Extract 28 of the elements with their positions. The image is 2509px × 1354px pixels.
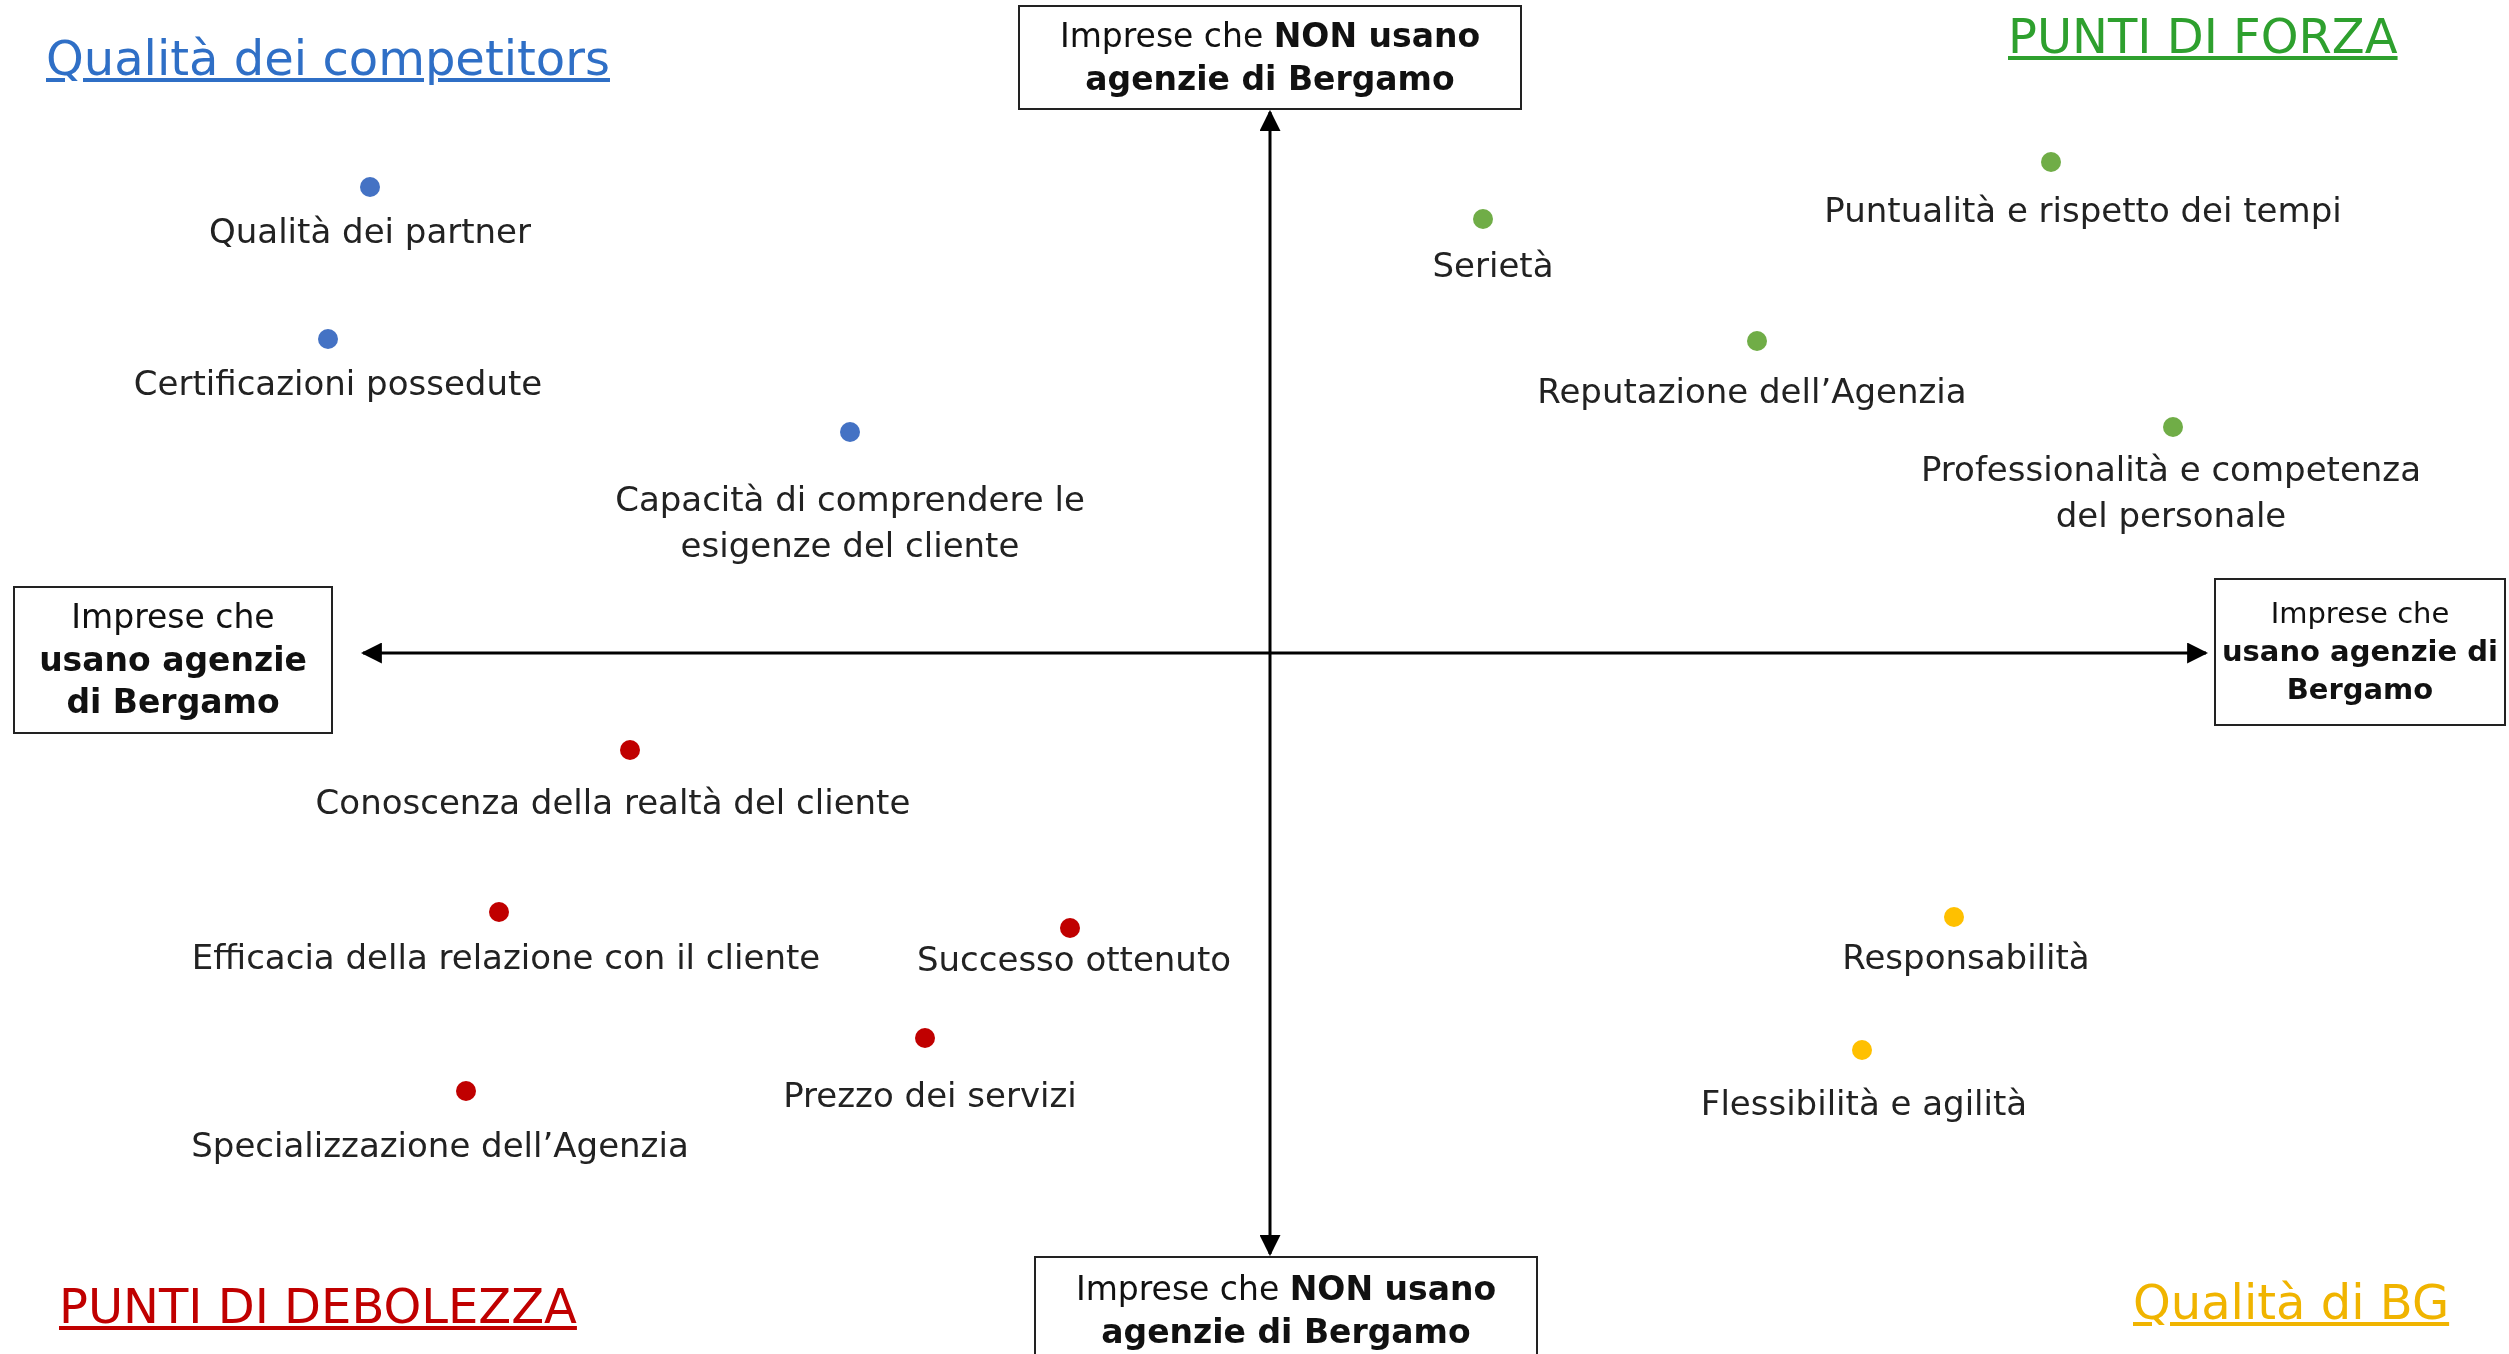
point-label: Professionalità e competenza del personale (1919, 448, 2423, 537)
point-label: Serietà (1432, 244, 1554, 288)
point-label: Specializzazione dell’Agenzia (191, 1124, 689, 1168)
axis-label-box (1034, 1256, 1538, 1354)
point-label: Qualità dei partner (209, 210, 531, 254)
point-label: Conoscenza della realtà del cliente (315, 781, 911, 825)
quadrant-title: Qualità di BG (2133, 1274, 2450, 1330)
point-label: Efficacia della relazione con il cliente (191, 936, 821, 980)
axis-label-box (2214, 578, 2506, 726)
quadrant-title: PUNTI DI DEBOLEZZA (59, 1278, 577, 1334)
point-label: Reputazione dell’Agenzia (1537, 370, 1967, 414)
axis-label-box (1018, 5, 1522, 110)
point-label: Prezzo dei servizi (783, 1074, 1077, 1118)
axis-label: Imprese che NON usano agenzie di Bergamo (1074, 1268, 1498, 1353)
axis-label: Imprese che NON usano agenzie di Bergamo (1058, 14, 1482, 100)
axis-arrow (360, 642, 2209, 664)
point-label: Certificazioni possedute (133, 362, 543, 406)
point-label: Puntualità e rispetto dei tempi (1824, 189, 2342, 233)
quadrant-title: Qualità dei competitors (46, 30, 610, 86)
quadrant-title: PUNTI DI FORZA (2008, 8, 2398, 64)
point-label: Flessibilità e agilità (1700, 1082, 2028, 1126)
point-label: Responsabilità (1842, 936, 2090, 980)
point-label: Capacità di comprendere le esigenze del cliente (614, 478, 1086, 567)
axis-arrow (1259, 109, 1281, 1257)
axis-label: Imprese che usano agenzie di Bergamo (38, 595, 308, 724)
axis-label-box (13, 586, 333, 734)
point-label: Successo ottenuto (916, 938, 1232, 982)
axis-label: Imprese che usano agenzie di Bergamo (2220, 595, 2500, 708)
